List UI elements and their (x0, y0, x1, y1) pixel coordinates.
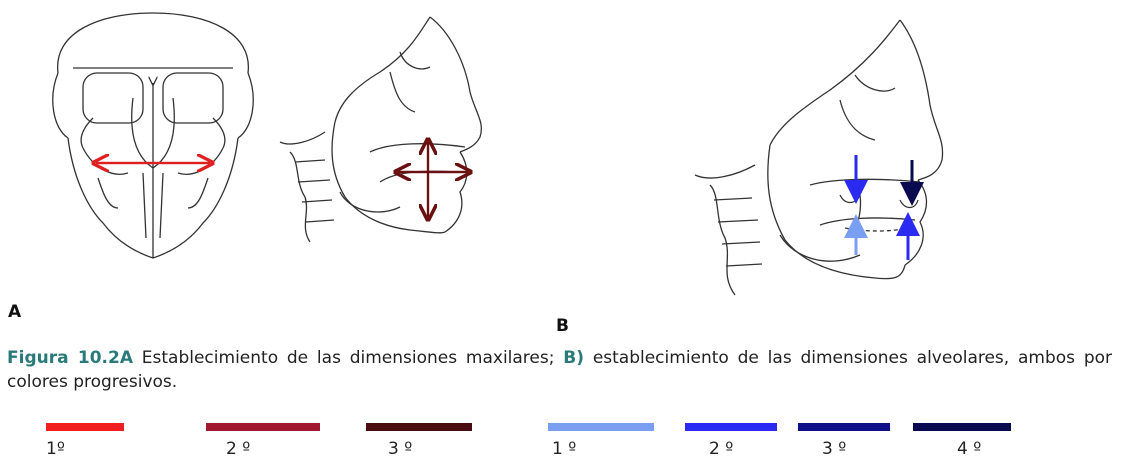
legend-a-label-3: 3 º (388, 439, 412, 459)
legend-a-item-2: 2 º (206, 423, 320, 431)
frontal-skull-drawing (28, 8, 278, 268)
panel-b-label: B (556, 316, 569, 336)
legend-a-label-2: 2 º (226, 439, 250, 459)
legend-b-label-4: 4 º (957, 439, 981, 459)
legend-b-item-4: 4 º (913, 423, 1011, 431)
legend-a-swatch-1 (46, 423, 124, 431)
panel-a-label: A (8, 302, 21, 322)
lateral-skull-drawing (270, 12, 510, 262)
legend-b-item-3: 3 º (798, 423, 890, 431)
legend-b-label-3: 3 º (822, 439, 846, 459)
legend-a-item-1: 1º (46, 423, 124, 431)
caption-b-reference: B) (563, 348, 584, 368)
legend-a-label-1: 1º (46, 439, 65, 459)
legend-a-item-3: 3 º (366, 423, 472, 431)
caption-text-1: Establecimiento de las dimensiones maxil… (133, 348, 563, 368)
legend-b-swatch-3 (798, 423, 890, 431)
legend-b-swatch-4 (913, 423, 1011, 431)
legend-a-swatch-2 (206, 423, 320, 431)
figure-reference: Figura 10.2A (7, 348, 133, 368)
legend-a-swatch-3 (366, 423, 472, 431)
lateral-alveolar-drawing (680, 10, 990, 305)
legend-b-label-1: 1 º (552, 439, 576, 459)
legend-b-label-2: 2 º (709, 439, 733, 459)
legend-b-item-1: 1 º (548, 423, 654, 431)
legend-b-swatch-1 (548, 423, 654, 431)
legend-b-item-2: 2 º (685, 423, 777, 431)
legend-b-swatch-2 (685, 423, 777, 431)
figure-caption: Figura 10.2A Establecimiento de las dime… (7, 346, 1112, 394)
